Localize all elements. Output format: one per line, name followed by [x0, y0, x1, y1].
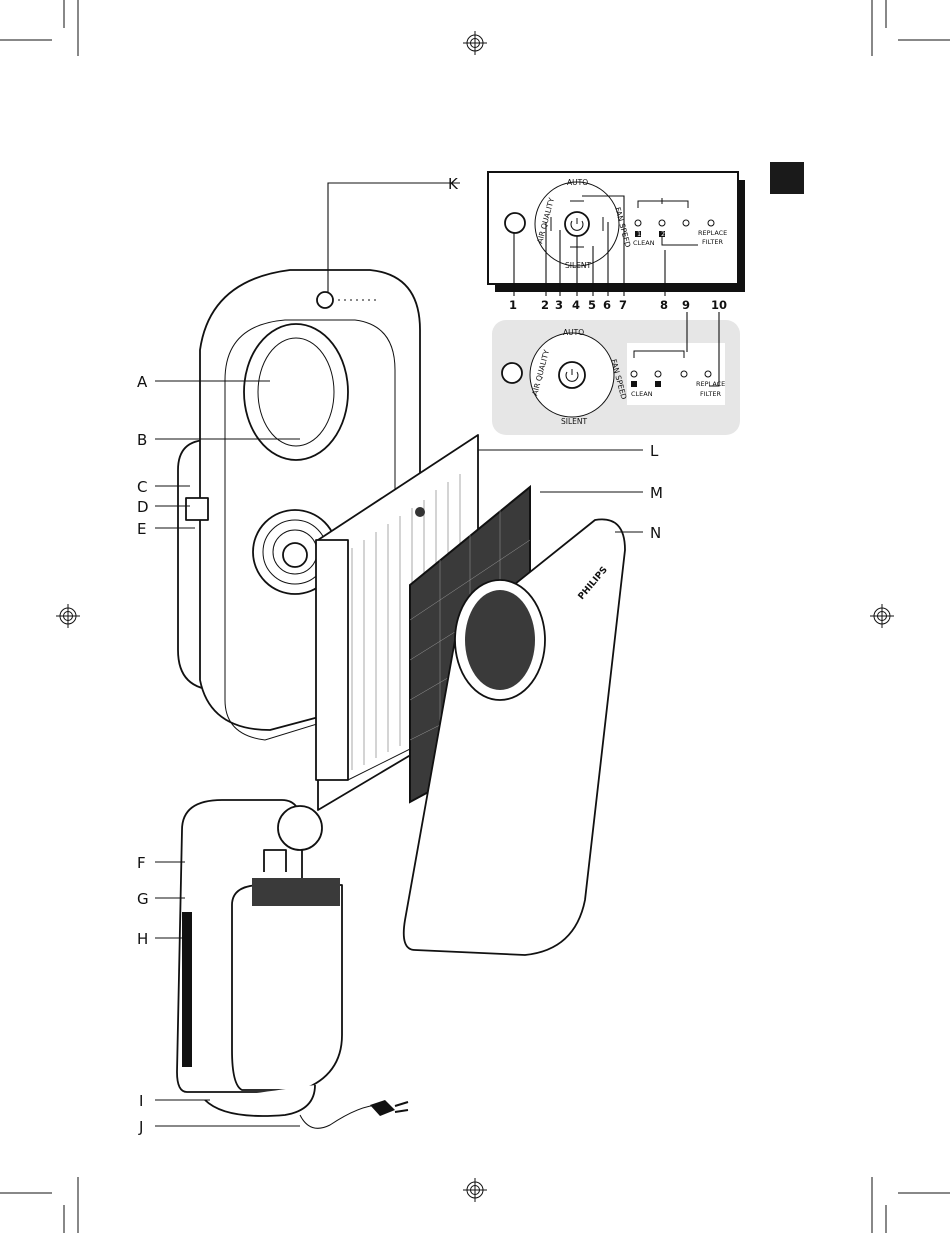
- callout-A: A: [137, 373, 148, 391]
- control-panel-top: AUTO SILENT AIR QUALITY FAN SPEED 1 2 CL…: [488, 172, 745, 292]
- callout-D: D: [137, 498, 149, 516]
- control-number-9: 9: [682, 298, 690, 312]
- control-number-2: 2: [541, 298, 549, 312]
- control-number-10: 10: [711, 298, 727, 312]
- panel2-clean-label: CLEAN: [631, 390, 653, 398]
- control-number-4: 4: [572, 298, 580, 312]
- panel-clean-label: CLEAN: [633, 239, 655, 247]
- control-panel-lit: AUTO SILENT AIR QUALITY FAN SPEED CLEAN …: [492, 320, 740, 435]
- air-outlet-ring: [244, 324, 348, 460]
- control-number-8: 8: [660, 298, 668, 312]
- clean-badge-2: 2: [661, 230, 665, 238]
- callout-L: L: [650, 442, 659, 460]
- control-number-1: 1: [509, 298, 517, 312]
- callout-H: H: [137, 930, 148, 948]
- callout-N: N: [650, 524, 661, 542]
- handle-slot: [186, 498, 208, 520]
- control-numbers: 1 2 3 4 5 6 7 8 9 10: [509, 298, 727, 312]
- control-number-7: 7: [619, 298, 627, 312]
- control-number-3: 3: [555, 298, 563, 312]
- callout-G: G: [137, 890, 149, 908]
- top-grille: [252, 878, 340, 906]
- callout-C: C: [137, 478, 147, 496]
- callout-B: B: [137, 431, 147, 449]
- panel2-auto-label: AUTO: [563, 328, 584, 337]
- panel-filter-label: FILTER: [702, 238, 723, 246]
- callout-F: F: [137, 854, 146, 872]
- panel-replace-label: REPLACE: [698, 229, 727, 237]
- callout-M: M: [650, 484, 663, 502]
- power-cord: [300, 1105, 380, 1128]
- callout-I: I: [139, 1092, 143, 1110]
- panel-auto-label: AUTO: [567, 178, 588, 187]
- panel-silent-label: SILENT: [565, 261, 592, 270]
- control-number-6: 6: [603, 298, 611, 312]
- air-quality-sensor-icon: [505, 213, 525, 233]
- side-strip: [182, 912, 192, 1067]
- callout-E: E: [137, 520, 146, 538]
- callout-J: J: [138, 1118, 143, 1136]
- control-panel-location-icon: [317, 292, 333, 308]
- purifier-side-view: [177, 800, 408, 1128]
- panel2-filter-label: FILTER: [700, 390, 721, 398]
- carry-handle: [264, 850, 286, 872]
- language-tab: [770, 162, 804, 194]
- power-plug-icon: [370, 1100, 395, 1116]
- air-quality-sensor-icon-2: [502, 363, 522, 383]
- clean-badge-1: 1: [637, 230, 641, 238]
- callout-K: K: [448, 175, 459, 193]
- control-number-5: 5: [588, 298, 596, 312]
- panel2-replace-label: REPLACE: [696, 380, 725, 388]
- panel2-silent-label: SILENT: [561, 417, 588, 426]
